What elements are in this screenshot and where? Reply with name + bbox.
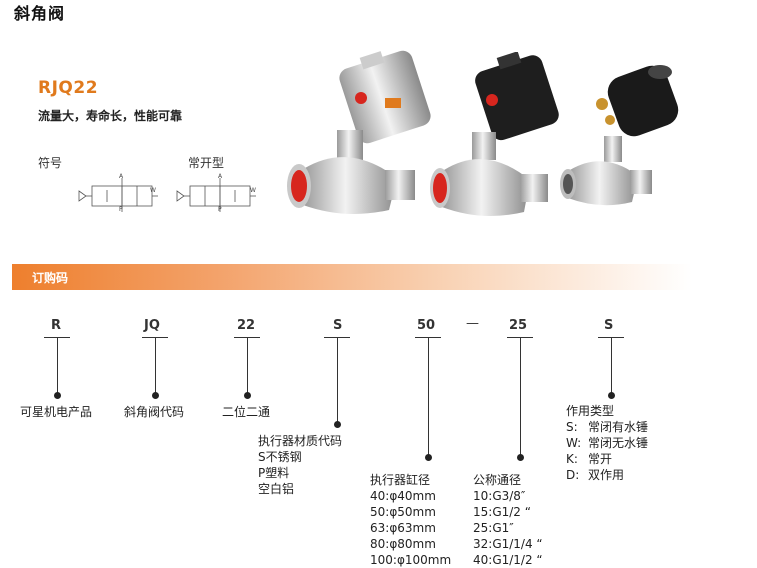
desc-series: 可星机电产品 — [20, 405, 93, 419]
action-value: 常开 — [588, 452, 613, 466]
cylinder-item: 80:φ80mm — [370, 537, 436, 551]
leader-dot — [517, 454, 524, 461]
material-item: P塑料 — [258, 466, 290, 480]
code-type: JQ — [144, 318, 160, 333]
leader-line — [57, 337, 58, 395]
bore-item: 25:G1″ — [473, 521, 514, 535]
bore-title: 公称通径 — [473, 473, 522, 487]
leader-dot — [608, 392, 615, 399]
cylinder-title: 执行器缸径 — [370, 473, 431, 487]
leader-dot — [425, 454, 432, 461]
cylinder-item: 100:φ100mm — [370, 553, 452, 567]
action-value: 常闭有水锤 — [588, 420, 649, 434]
action-key: S: — [566, 420, 578, 434]
leader-line — [155, 337, 156, 395]
order-code-bar: 订购码 — [12, 264, 692, 290]
order-code-label: 订购码 — [32, 271, 69, 285]
port-p-label-2: P — [218, 206, 222, 213]
material-item: 空白铝 — [258, 482, 295, 496]
valve-photo-black-cap — [430, 52, 559, 216]
material-title: 执行器材质代码 — [258, 434, 343, 448]
material-block: 执行器材质代码 S不锈钢 P塑料 空白铝 — [258, 433, 342, 497]
code-position: 22 — [237, 318, 256, 333]
port-a-label-2: A — [218, 173, 223, 180]
desc-type: 斜角阀代码 — [124, 405, 185, 419]
valve-photo-plastic — [560, 65, 679, 206]
valve-symbol-open — [176, 178, 256, 212]
leader-dot — [152, 392, 159, 399]
bore-item: 32:G1/1/4 “ — [473, 537, 543, 551]
normally-open-label: 常开型 — [188, 156, 225, 170]
desc-position: 二位二通 — [222, 405, 271, 419]
action-item: S: 常闭有水锤 — [566, 419, 648, 435]
bore-block: 公称通径 10:G3/8″ 15:G1/2 “ 25:G1″ 32:G1/1/4… — [473, 472, 543, 568]
symbol-label: 符号 — [38, 156, 63, 170]
model-code: RJQ22 — [38, 78, 99, 98]
action-block: 作用类型 S: 常闭有水锤 W: 常闭无水锤 K: 常开 D: 双作用 — [566, 403, 648, 483]
code-series: R — [51, 318, 62, 333]
leader-line — [428, 337, 429, 457]
leader-line — [337, 337, 338, 424]
leader-line — [247, 337, 248, 395]
action-value: 双作用 — [588, 468, 625, 482]
leader-line — [611, 337, 612, 395]
port-w-label: W — [150, 187, 156, 194]
bore-item: 10:G3/8″ — [473, 489, 526, 503]
leader-dot — [54, 392, 61, 399]
action-title: 作用类型 — [566, 404, 615, 418]
valve-photo-stainless — [287, 50, 431, 214]
code-bore: 25 — [509, 318, 528, 333]
code-material: S — [333, 318, 343, 333]
leader-dot — [244, 392, 251, 399]
action-key: K: — [566, 452, 578, 466]
port-a-label: A — [119, 173, 124, 180]
cylinder-item: 40:φ40mm — [370, 489, 436, 503]
code-action: S — [604, 318, 614, 333]
action-key: D: — [566, 468, 580, 482]
code-cylinder: 50 — [417, 318, 436, 333]
valve-symbol-closed — [78, 178, 158, 212]
action-value: 常闭无水锤 — [588, 436, 649, 450]
bore-item: 40:G1/1/2 “ — [473, 553, 543, 567]
action-item: D: 双作用 — [566, 467, 648, 483]
bore-item: 15:G1/2 “ — [473, 505, 531, 519]
port-p-label: P — [119, 206, 123, 213]
cylinder-item: 50:φ50mm — [370, 505, 436, 519]
page-title: 斜角阀 — [14, 4, 66, 23]
tagline: 流量大，寿命长，性能可靠 — [38, 109, 183, 123]
action-key: W: — [566, 436, 582, 450]
cylinder-block: 执行器缸径 40:φ40mm 50:φ50mm 63:φ63mm 80:φ80m… — [370, 472, 451, 568]
cylinder-item: 63:φ63mm — [370, 521, 436, 535]
code-dash: — — [466, 316, 479, 331]
leader-line — [520, 337, 521, 457]
action-item: W: 常闭无水锤 — [566, 435, 648, 451]
port-w-label-2: W — [250, 187, 256, 194]
action-item: K: 常开 — [566, 451, 648, 467]
material-item: S不锈钢 — [258, 450, 302, 464]
leader-dot — [334, 421, 341, 428]
